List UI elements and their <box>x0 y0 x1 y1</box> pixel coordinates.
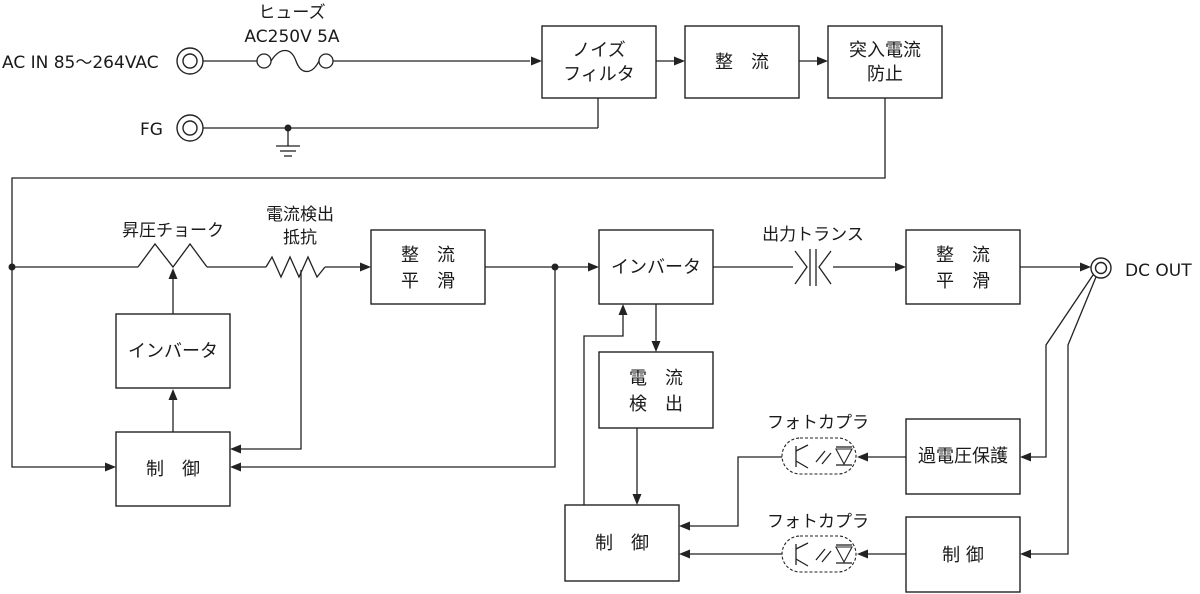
pfc-inverter-text: インバータ <box>128 341 218 362</box>
output-control-text: 制 御 <box>942 545 984 566</box>
rectify-smooth-1-line-2: 平 滑 <box>401 271 455 292</box>
current-detect-line-2: 検 出 <box>629 394 683 415</box>
pfc-control-text: 制 御 <box>146 459 200 480</box>
fuse-symbol <box>203 49 542 73</box>
fg-terminal <box>176 114 204 142</box>
pfc-control-block: 制 御 <box>115 431 231 507</box>
rectify-smooth-block-2: 整 流 平 滑 <box>905 229 1021 305</box>
inrush-line-1: 突入電流 <box>849 40 921 61</box>
dc-out-terminal <box>1090 257 1112 279</box>
photocoupler-2-symbol <box>679 535 906 573</box>
current-detect-block: 電 流 検 出 <box>598 351 714 429</box>
output-wire <box>1020 262 1091 272</box>
fg-wire <box>203 98 599 132</box>
bus-return-wire <box>8 98 886 472</box>
fuse-label-name: ヒューズ <box>258 3 325 23</box>
feedback-wires <box>1020 274 1097 559</box>
sense-resistor-label-1: 電流検出 <box>266 205 334 225</box>
photocoupler-label-1: フォトカプラ <box>767 413 869 433</box>
rectify-smooth-1-line-1: 整 流 <box>401 245 455 266</box>
main-inverter-block: インバータ <box>598 229 714 305</box>
main-inverter-text: インバータ <box>611 257 701 278</box>
ac-in-terminal <box>176 47 204 75</box>
ground-symbol <box>276 128 300 157</box>
dc-out-label: DC OUT <box>1125 261 1192 281</box>
photocoupler-1-symbol <box>679 437 906 531</box>
overvoltage-protection-text: 過電圧保護 <box>918 446 1008 467</box>
ac-in-label: AC IN 85～264VAC <box>2 53 159 73</box>
overvoltage-protection-block: 過電圧保護 <box>905 418 1021 495</box>
output-control-block: 制 御 <box>905 516 1021 593</box>
pfc-wires <box>168 267 556 472</box>
photocoupler-label-2: フォトカプラ <box>767 512 869 532</box>
sense-resistor-symbol <box>265 255 326 279</box>
rectify-smooth-2-line-2: 平 滑 <box>936 271 990 292</box>
main-control-block: 制 御 <box>564 504 680 582</box>
main-control-text: 制 御 <box>595 533 649 554</box>
dc-link-wire <box>485 262 599 272</box>
top-row-arrows <box>656 56 828 66</box>
noise-filter-line-2: フィルタ <box>563 64 635 85</box>
noise-filter-block: ノイズ フィルタ <box>541 25 657 99</box>
current-detect-line-1: 電 流 <box>629 368 683 389</box>
output-transformer-symbol <box>713 249 906 286</box>
pfc-inverter-block: インバータ <box>115 313 231 389</box>
sense-resistor-label-2: 抵抗 <box>283 228 317 248</box>
fuse-label-rating: AC250V 5A <box>244 27 339 47</box>
current-detect-wires <box>632 304 661 505</box>
main-bus-wire <box>12 242 371 279</box>
inrush-prevention-block: 突入電流 防止 <box>827 25 943 99</box>
inrush-line-2: 防止 <box>867 64 903 85</box>
noise-filter-line-1: ノイズ <box>572 40 625 61</box>
boost-choke-label: 昇圧チョーク <box>122 221 224 241</box>
rectify-smooth-block-1: 整 流 平 滑 <box>370 229 486 305</box>
fg-label: FG <box>140 120 163 140</box>
output-transformer-label: 出力トランス <box>762 225 864 245</box>
boost-choke-symbol <box>137 242 208 269</box>
rectifier-text: 整 流 <box>715 52 769 73</box>
rectifier-block: 整 流 <box>684 25 800 99</box>
main-control-feedback-wire <box>583 304 628 505</box>
rectify-smooth-2-line-1: 整 流 <box>936 245 990 266</box>
